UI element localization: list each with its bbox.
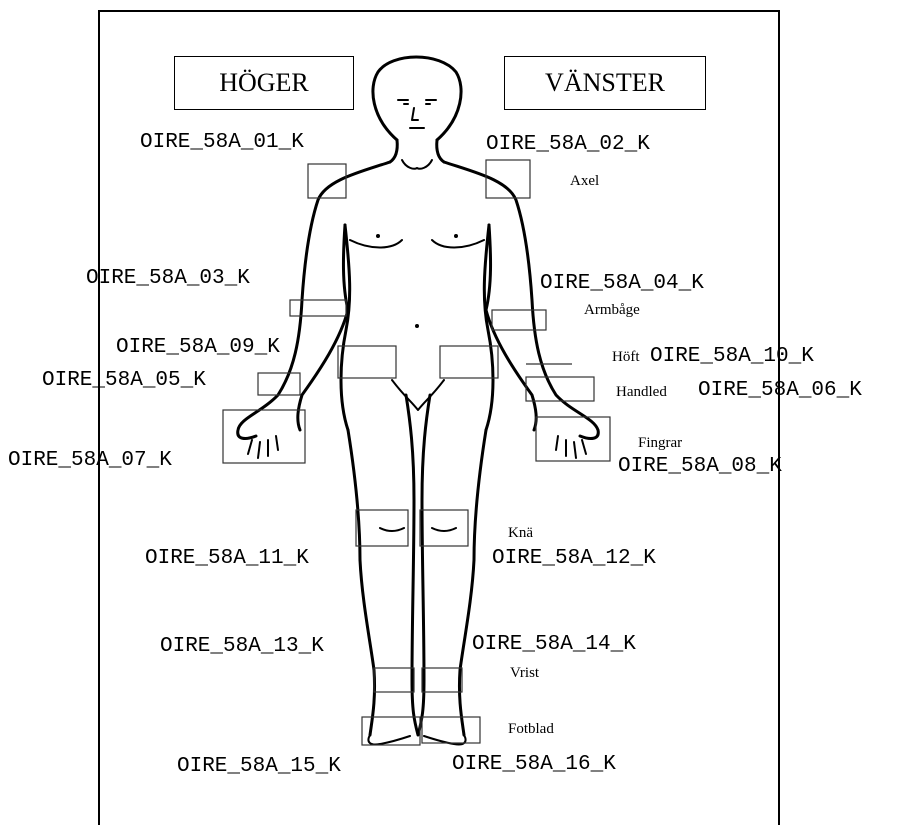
region-box-12	[420, 510, 468, 546]
code-15: OIRE_58A_15_K	[177, 756, 341, 777]
code-06: OIRE_58A_06_K	[698, 380, 862, 401]
code-07: OIRE_58A_07_K	[8, 450, 172, 471]
code-09: OIRE_58A_09_K	[116, 337, 280, 358]
left-side-label: VÄNSTER	[504, 56, 706, 110]
region-box-14	[422, 668, 462, 692]
code-08: OIRE_58A_08_K	[618, 456, 782, 477]
code-11: OIRE_58A_11_K	[145, 548, 309, 569]
part-label-hip: Höft	[612, 350, 640, 365]
code-04: OIRE_58A_04_K	[540, 273, 704, 294]
code-10: OIRE_58A_10_K	[650, 346, 814, 367]
legs-outline	[348, 430, 486, 735]
region-box-03	[290, 300, 346, 316]
code-01: OIRE_58A_01_K	[140, 132, 304, 153]
code-12: OIRE_58A_12_K	[492, 548, 656, 569]
region-box-09	[338, 346, 396, 378]
chest-lines	[350, 240, 484, 248]
region-box-08	[536, 417, 610, 461]
code-16: OIRE_58A_16_K	[452, 754, 616, 775]
part-label-shoulder: Axel	[570, 174, 599, 189]
part-label-ankle: Vrist	[510, 666, 539, 681]
part-label-foot: Fotblad	[508, 722, 554, 737]
region-box-13	[374, 668, 414, 692]
neck-outline	[390, 140, 444, 162]
code-02: OIRE_58A_02_K	[486, 134, 650, 155]
region-box-10	[440, 346, 498, 378]
code-03: OIRE_58A_03_K	[86, 268, 250, 289]
code-14: OIRE_58A_14_K	[472, 634, 636, 655]
part-label-wrist: Handled	[616, 385, 667, 400]
right-side-label: HÖGER	[174, 56, 354, 110]
left-arm-outline	[444, 162, 598, 438]
part-label-fingers: Fingrar	[638, 436, 682, 451]
left-hand	[556, 436, 586, 458]
region-box-07	[223, 410, 305, 463]
part-label-knee: Knä	[508, 526, 533, 541]
face-features	[398, 100, 436, 128]
inner-legs	[406, 395, 430, 735]
crotch-line	[392, 380, 444, 410]
code-05: OIRE_58A_05_K	[42, 370, 206, 391]
part-label-elbow: Armbåge	[584, 303, 640, 318]
region-box-04	[492, 310, 546, 330]
right-hand	[248, 436, 278, 458]
code-13: OIRE_58A_13_K	[160, 636, 324, 657]
